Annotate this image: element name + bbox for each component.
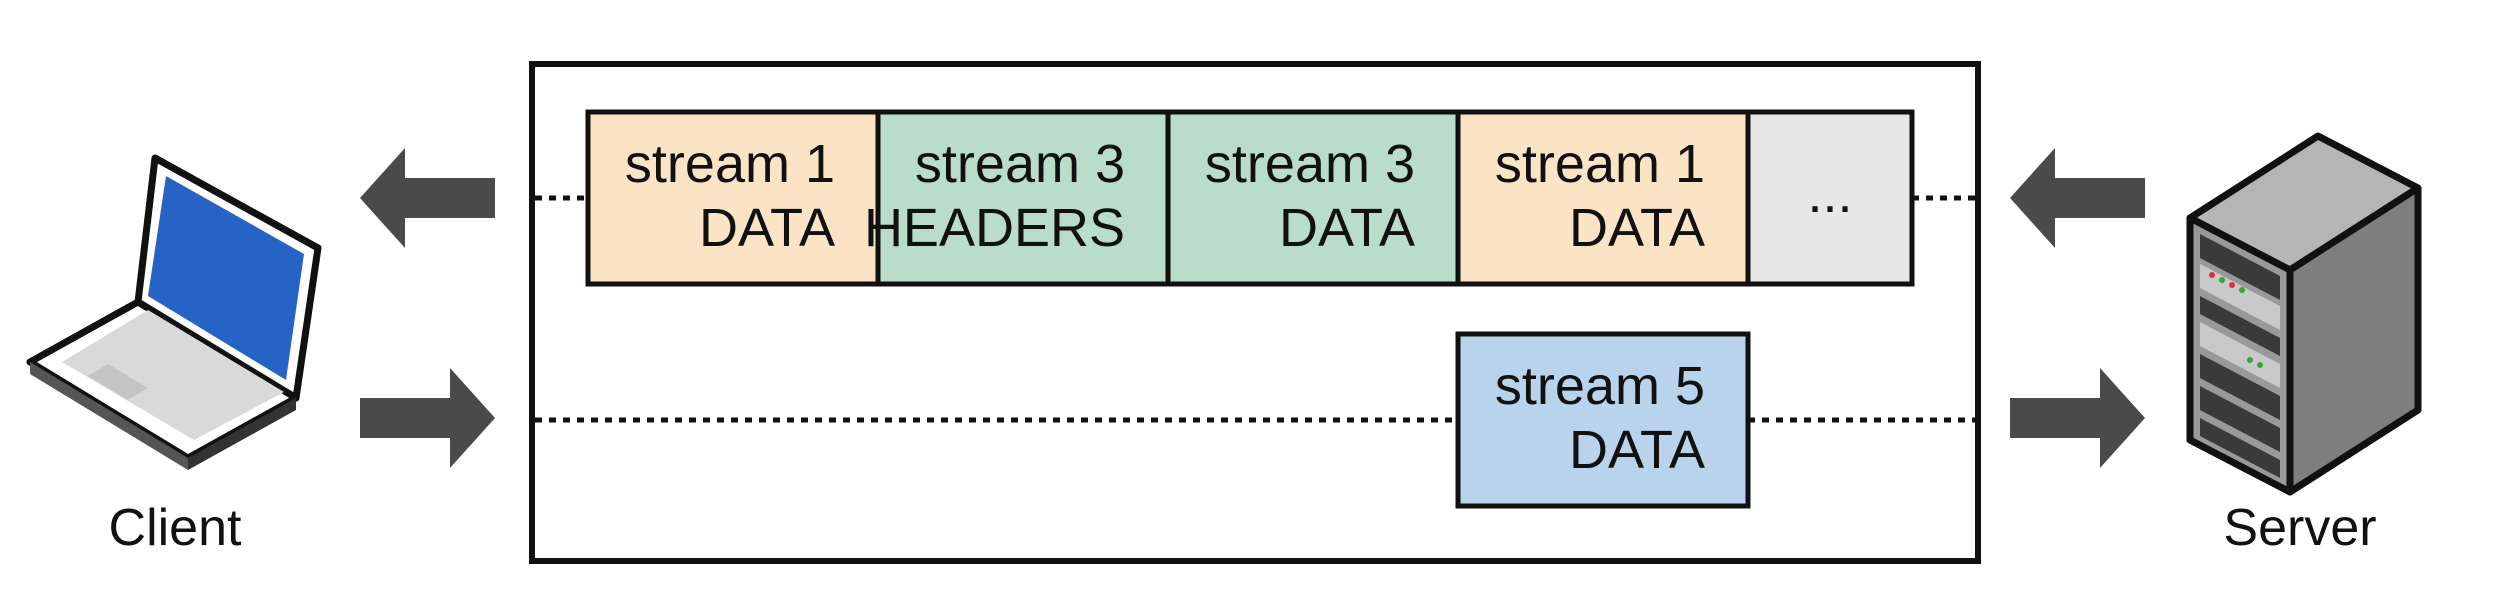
frame-box <box>1165 109 1461 287</box>
top-lane: stream 1 DATA stream 3 HEADERS stream 3 … <box>585 109 1915 287</box>
frame-stream-5-data: stream 5 DATA <box>1455 331 1751 509</box>
bottom-lane: stream 5 DATA <box>1455 331 1751 509</box>
incoming-to-server-side-arrow-icon <box>2010 148 2145 248</box>
frame-stream-3-data: stream 3 DATA <box>1165 109 1461 287</box>
frame-line1: stream 3 <box>1205 134 1415 194</box>
frame-box <box>1745 109 1915 287</box>
frame-line1: stream 1 <box>625 134 835 194</box>
frame-box <box>585 109 881 287</box>
frame-line1: stream 5 <box>1495 356 1705 416</box>
frame-stream-1-data-second: stream 1 DATA <box>1455 109 1751 287</box>
laptop-icon <box>26 154 322 470</box>
laptop-screen <box>148 176 304 380</box>
server-label: Server <box>2223 499 2376 557</box>
frame-line2: DATA <box>699 198 835 258</box>
frame-line2: HEADERS <box>864 198 1125 258</box>
frame-line2: DATA <box>1569 420 1705 480</box>
frame-line1: ... <box>1807 164 1852 224</box>
frame-more-ellipsis: ... <box>1745 109 1915 287</box>
frame-line1: stream 3 <box>915 134 1125 194</box>
outgoing-from-client-arrow-icon <box>360 368 495 468</box>
frame-line2: DATA <box>1279 198 1415 258</box>
frame-stream-3-headers: stream 3 HEADERS <box>864 109 1171 287</box>
frame-box <box>1455 331 1751 509</box>
incoming-to-client-arrow-icon <box>360 148 495 248</box>
frame-line1: stream 1 <box>1495 134 1705 194</box>
frame-stream-1-data: stream 1 DATA <box>585 109 881 287</box>
frame-box <box>1455 109 1751 287</box>
server-icon <box>2186 132 2422 496</box>
frame-box <box>875 109 1171 287</box>
frame-line2: DATA <box>1569 198 1705 258</box>
outgoing-to-server-arrow-icon <box>2010 368 2145 468</box>
client-label: Client <box>109 499 242 557</box>
